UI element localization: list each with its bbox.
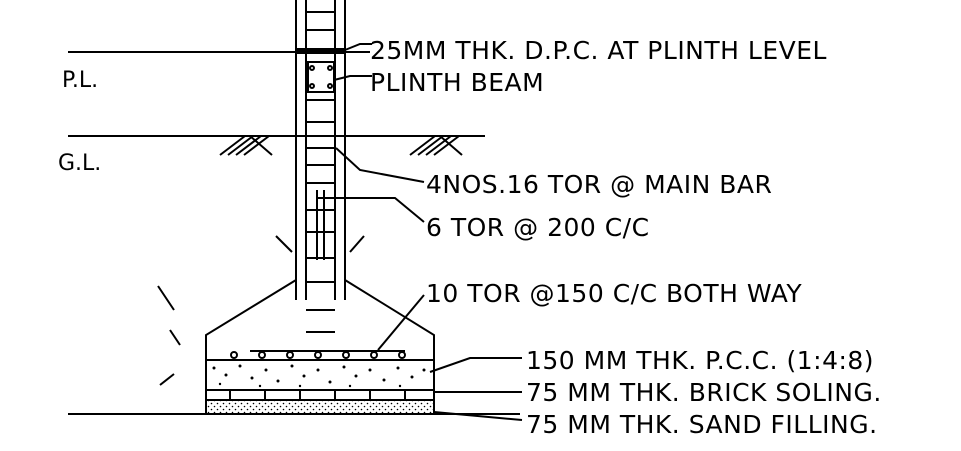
earth-hatch-left [219, 135, 273, 156]
pcc-aggregate [212, 364, 426, 388]
dpc-band [296, 48, 345, 54]
main-bar-label: 4NOS.16 TOR @ MAIN BAR [426, 170, 773, 199]
brick-soling-layer [205, 389, 435, 401]
plinth-beam-label: PLINTH BEAM [370, 68, 545, 97]
sand-filling-label: 75 MM THK. SAND FILLING. [526, 410, 878, 439]
brick-soling-label: 75 MM THK. BRICK SOLING. [526, 378, 882, 407]
earth-hatch-right [409, 135, 463, 156]
stirrup-label: 6 TOR @ 200 C/C [426, 213, 650, 242]
ground-level-label: G.L. [58, 151, 102, 176]
base-bar-label: 10 TOR @150 C/C BOTH WAY [426, 279, 803, 308]
footing-outline [205, 279, 435, 360]
base-bars [230, 351, 406, 359]
plinth-level-label: P.L. [62, 68, 99, 93]
plinth-beam [307, 61, 335, 93]
dpc-label: 25MM THK. D.P.C. AT PLINTH LEVEL [370, 36, 827, 65]
pcc-label: 150 MM THK. P.C.C. (1:4:8) [526, 346, 875, 375]
sand-filling-layer [205, 399, 435, 415]
